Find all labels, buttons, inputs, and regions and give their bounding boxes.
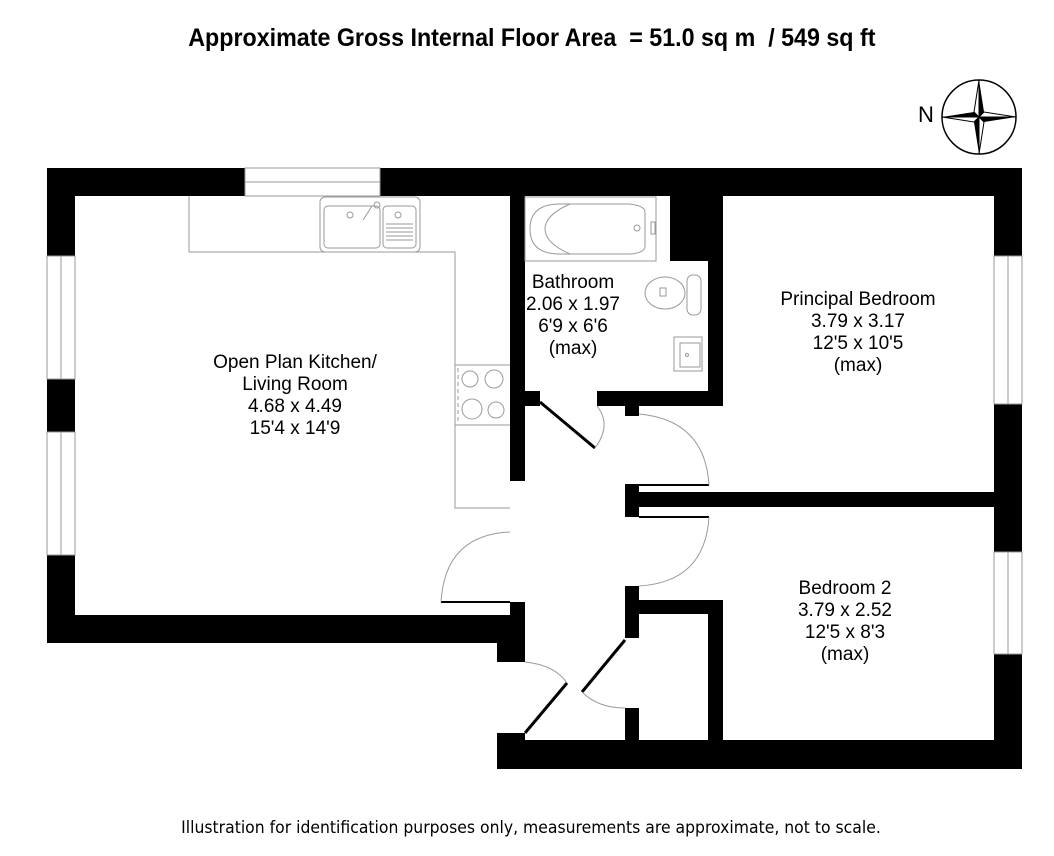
room-size-note: (max) (548, 338, 598, 359)
windows (46, 167, 1023, 655)
room-name-line2: Living Room (242, 374, 348, 395)
room-metric-size: 3.79 x 2.52 (797, 600, 893, 621)
room-size-note: (max) (820, 644, 870, 665)
doors (440, 400, 710, 734)
compass-rose-icon (941, 79, 1017, 155)
room-imperial-size: 6'9 x 6'6 (538, 316, 608, 337)
kitchen-sink-icon (319, 196, 421, 253)
compass-north-label: N (918, 102, 934, 127)
room-label-bathroom: Bathroom 2.06 x 1.97 6'9 x 6'6 (max) (520, 272, 626, 360)
kitchen-fixtures (188, 196, 510, 509)
bathtub-icon (524, 196, 657, 262)
washbasin-icon (673, 336, 703, 372)
room-metric-size: 2.06 x 1.97 (525, 294, 621, 315)
room-imperial-size: 12'5 x 10'5 (812, 333, 904, 354)
room-name: Bedroom 2 (798, 578, 892, 599)
room-imperial-size: 15'4 x 14'9 (249, 418, 341, 439)
room-imperial-size: 12'5 x 8'3 (804, 622, 886, 643)
room-label-bedroom-2: Bedroom 2 3.79 x 2.52 12'5 x 8'3 (max) (760, 578, 930, 666)
room-label-kitchen-living: Open Plan Kitchen/ Living Room 4.68 x 4.… (165, 352, 425, 440)
room-size-note: (max) (833, 355, 883, 376)
room-name: Principal Bedroom (780, 289, 936, 310)
room-metric-size: 3.79 x 3.17 (810, 311, 906, 332)
bathroom-fixtures (524, 196, 703, 372)
hob-icon (457, 368, 505, 422)
walls (47, 168, 1022, 769)
disclaimer-footer: Illustration for identification purposes… (181, 818, 881, 838)
toilet-icon (644, 274, 702, 316)
room-label-principal-bedroom: Principal Bedroom 3.79 x 3.17 12'5 x 10'… (738, 289, 978, 377)
room-name: Open Plan Kitchen/ (213, 352, 377, 373)
floor-area-title: Approximate Gross Internal Floor Area = … (188, 24, 876, 52)
room-metric-size: 4.68 x 4.49 (247, 396, 343, 417)
room-name: Bathroom (531, 272, 615, 293)
